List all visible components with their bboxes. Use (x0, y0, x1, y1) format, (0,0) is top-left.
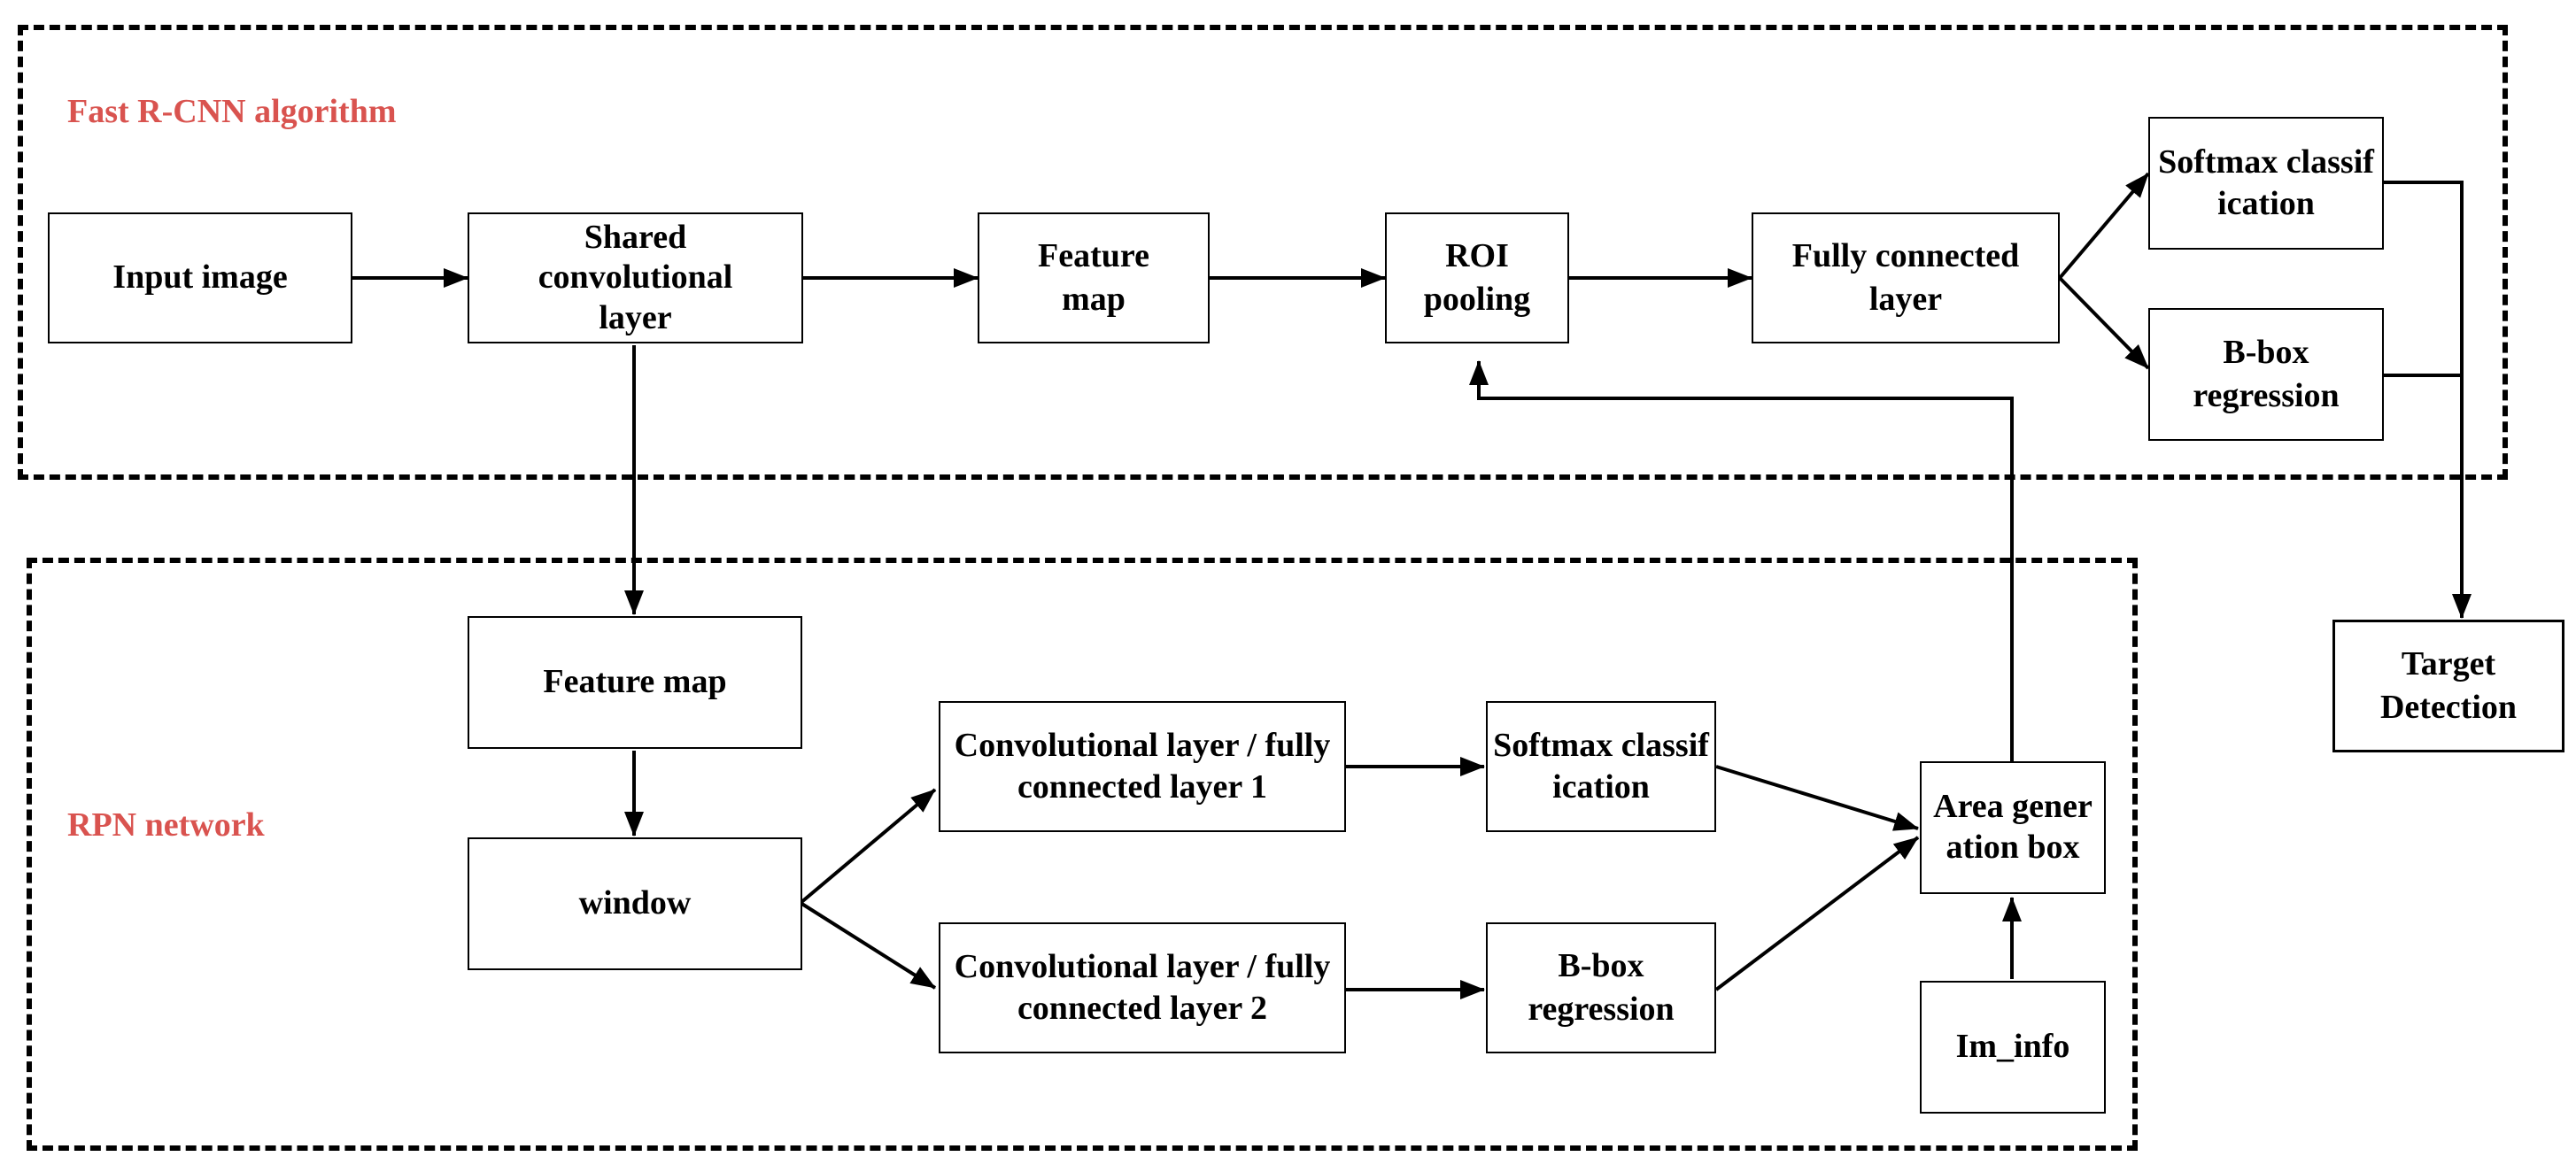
fast-rcnn-region-label: Fast R-CNN algorithm (67, 93, 397, 130)
rpn-region-label: RPN network (67, 806, 265, 844)
arrow-area-to-roi (1469, 360, 2014, 761)
bbox-top-label: B-box regression (2193, 333, 2340, 414)
target-detection-node: Target Detection (2332, 620, 2564, 752)
shared-conv-label: Shared convolutional layer (538, 218, 733, 336)
softmax-rpn-node: Softmax classification (1486, 701, 1716, 832)
arrow-softmax-to-area (1715, 765, 1919, 831)
input-image-node: Input image (48, 212, 352, 343)
feature-map-rpn-node: Feature map (468, 616, 802, 749)
bbox-rpn-label: B-box regression (1528, 946, 1675, 1028)
conv-fc-1-node: Convolutional layer / fully connected la… (939, 701, 1346, 832)
arrow-window-to-conv2 (799, 901, 937, 990)
arrow-fc-to-bbox (2058, 276, 2150, 370)
fully-connected-node: Fully connected layer (1752, 212, 2060, 343)
conv-fc-1-label: Convolutional layer / fully connected la… (954, 726, 1331, 806)
feature-map-rpn-label: Feature map (543, 663, 727, 701)
rpn-region (27, 558, 2138, 1151)
im-info-label: Im_info (1955, 1028, 2070, 1066)
bbox-rpn-node: B-box regression (1486, 922, 1716, 1053)
roi-pooling-node: ROI pooling (1385, 212, 1569, 343)
conv-fc-2-label: Convolutional layer / fully connected la… (954, 947, 1331, 1028)
input-image-label: Input image (112, 258, 288, 297)
window-node: window (468, 837, 802, 970)
bbox-top-node: B-box regression (2148, 308, 2384, 441)
arrow-window-to-conv1 (799, 788, 937, 905)
area-generation-label: Area generation box (1933, 788, 2093, 866)
feature-map-top-node: Feature map (978, 212, 1210, 343)
shared-conv-node: Shared convolutional layer (468, 212, 803, 343)
conv-fc-2-node: Convolutional layer / fully connected la… (939, 922, 1346, 1053)
softmax-rpn-label: Softmax classification (1493, 726, 1709, 806)
arrow-bbox-to-area (1714, 836, 1920, 991)
feature-map-top-label: Feature map (1038, 236, 1149, 318)
arrow-fc-to-softmax (2058, 172, 2150, 280)
fast-rcnn-region (18, 25, 2508, 480)
line-softmax-to-target (2384, 181, 2464, 598)
softmax-top-label: Softmax classification (2158, 143, 2374, 223)
window-label: window (578, 884, 692, 922)
area-generation-node: Area generation box (1920, 761, 2106, 894)
roi-pooling-label: ROI pooling (1423, 236, 1531, 318)
fully-connected-label: Fully connected layer (1791, 236, 2020, 318)
im-info-node: Im_info (1920, 981, 2106, 1114)
target-detection-label: Target Detection (2379, 644, 2518, 726)
softmax-top-node: Softmax classification (2148, 117, 2384, 250)
